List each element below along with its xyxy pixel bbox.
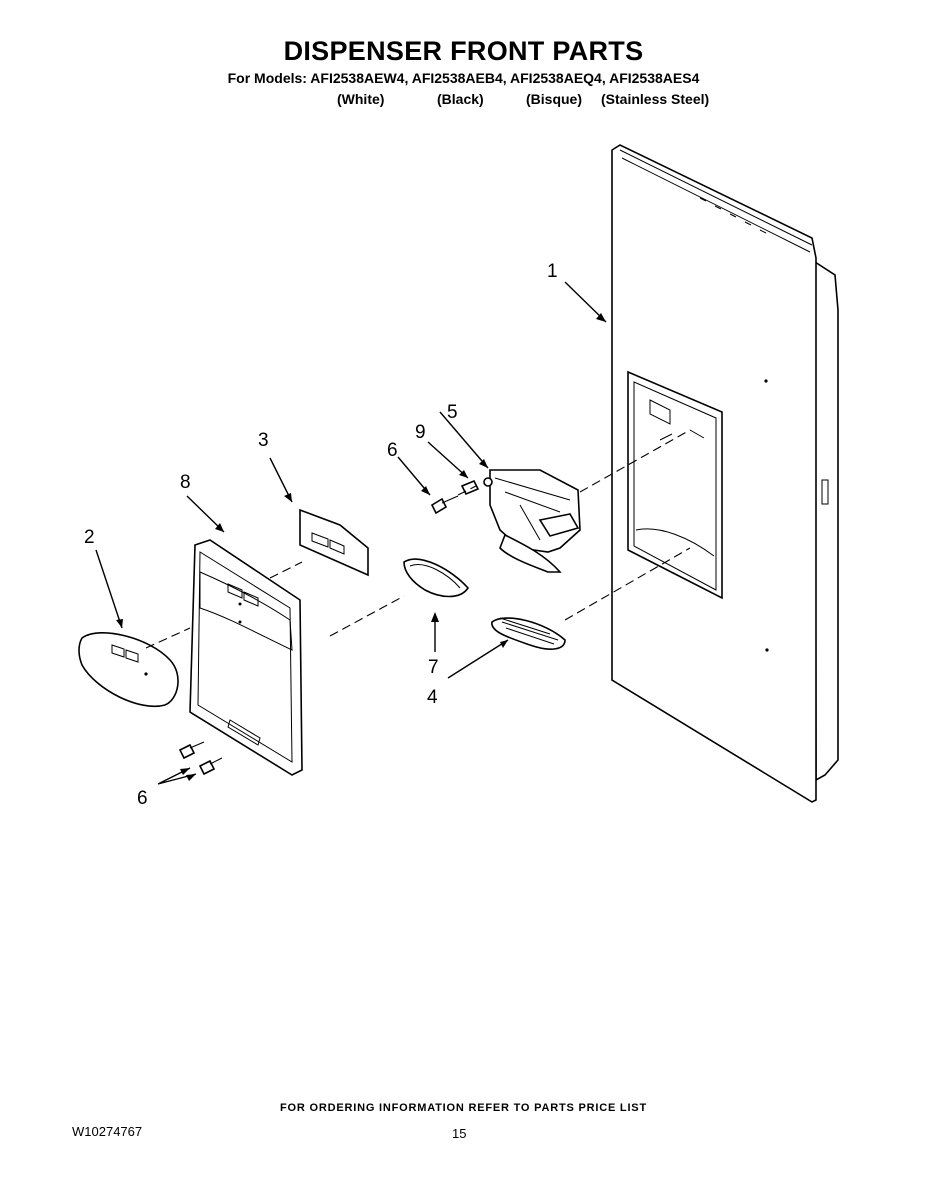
variant-bisque: (Bisque) [526,91,582,107]
assembly-lines [145,429,691,649]
part-3-control-board [299,508,369,577]
callout-8: 8 [180,472,191,493]
part-6-screw-upper [430,495,459,515]
models-line: For Models: AFI2538AEW4, AFI2538AEB4, AF… [227,70,700,86]
part-7-light-lens [403,558,470,598]
leader-arrowheads [116,313,606,781]
part-5-actuator-assembly [483,469,581,573]
callout-2: 2 [84,527,95,548]
leader-lines [95,281,607,785]
callout-6-upper: 6 [387,440,398,461]
variant-white: (White) [337,91,385,107]
part-6-screws-lower [178,741,223,776]
ordering-note: FOR ORDERING INFORMATION REFER TO PARTS … [280,1102,647,1114]
part-2-overlay [78,632,179,708]
callout-4: 4 [427,687,438,708]
variant-black: (Black) [437,91,484,107]
page-title: DISPENSER FRONT PARTS [283,36,644,66]
document-number: W10274767 [72,1124,143,1139]
callout-3: 3 [258,430,269,451]
callout-1: 1 [547,261,558,282]
callout-9: 9 [415,422,426,443]
part-4-drip-tray [491,617,566,650]
callout-7: 7 [428,657,439,678]
variant-stainless-steel: (Stainless Steel) [601,91,710,107]
callout-5: 5 [447,402,458,423]
part-1-door [611,144,839,803]
part-8-housing [189,539,303,776]
callout-6-lower: 6 [137,788,148,809]
page-number: 15 [452,1126,467,1141]
